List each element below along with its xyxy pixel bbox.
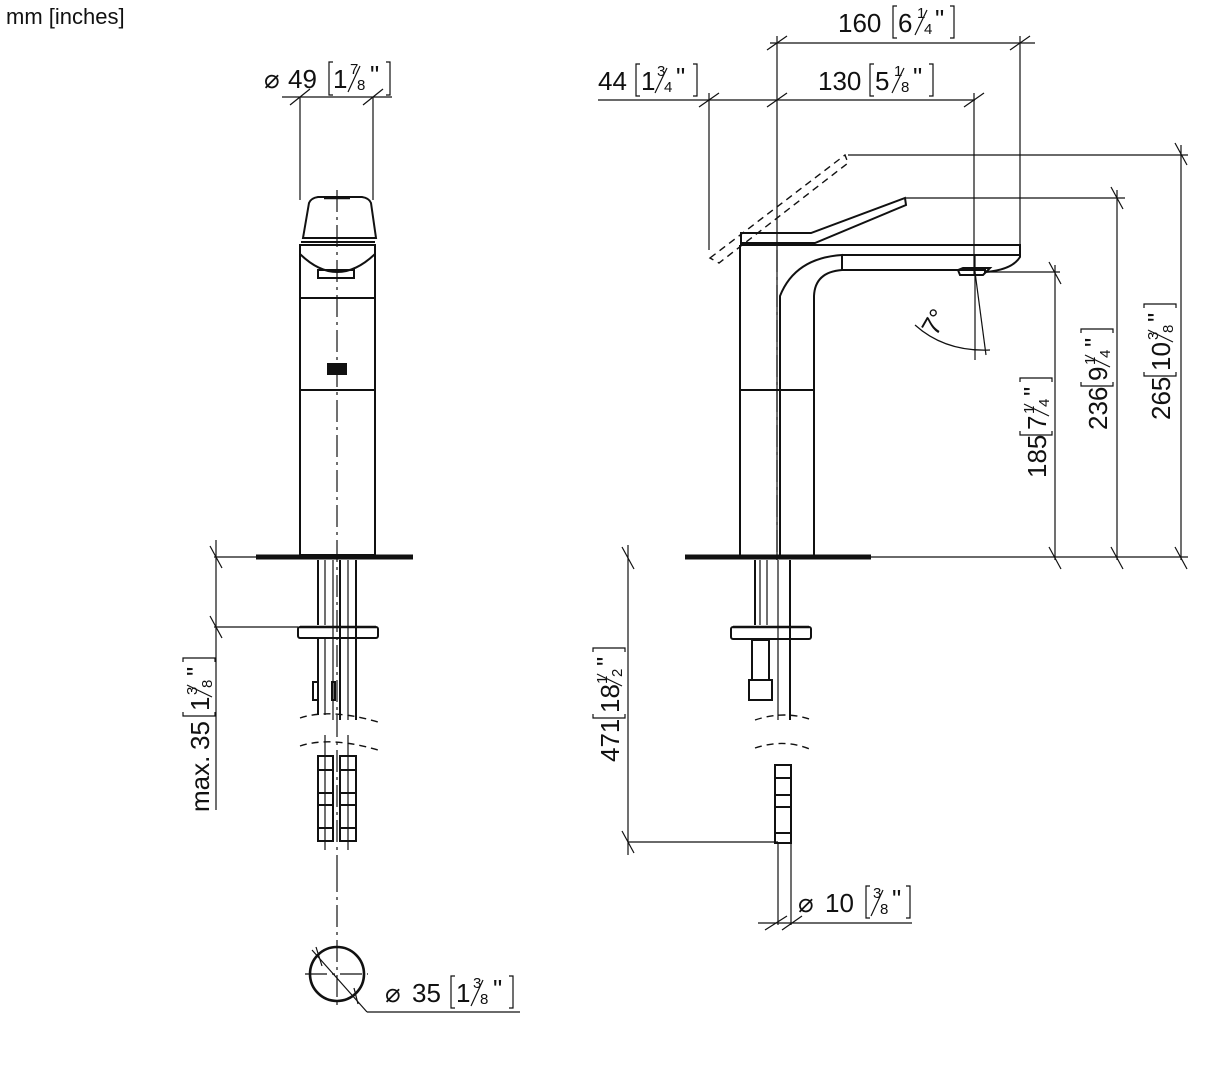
svg-text:3: 3 [1145, 332, 1162, 340]
svg-text:10: 10 [825, 888, 854, 918]
svg-text:3: 3 [873, 885, 881, 902]
svg-text:1: 1 [641, 66, 655, 96]
svg-text:": " [913, 62, 922, 92]
svg-text:9: 9 [1083, 367, 1113, 381]
svg-text:265: 265 [1146, 377, 1176, 420]
svg-text:3: 3 [473, 975, 481, 992]
svg-text:": " [591, 657, 621, 666]
svg-text:1: 1 [185, 697, 215, 711]
svg-text:4: 4 [664, 79, 672, 96]
dimension-hose-diameter: ⌀ 10 3 8 " [758, 884, 912, 931]
sensor-window [327, 363, 347, 375]
svg-text:471: 471 [595, 719, 625, 762]
svg-text:5: 5 [875, 66, 889, 96]
side-view: 160 6 1 4 " 44 1 3 4 " 130 [591, 4, 1188, 931]
svg-text:160: 160 [838, 8, 881, 38]
dimension-overall-projection: 160 6 1 4 " [766, 4, 1035, 560]
svg-text:4: 4 [1036, 399, 1053, 407]
svg-text:236: 236 [1083, 387, 1113, 430]
svg-text:35: 35 [412, 978, 441, 1008]
svg-text:8: 8 [357, 77, 365, 94]
svg-text:44: 44 [598, 66, 627, 96]
svg-text:18: 18 [595, 684, 625, 713]
svg-text:8: 8 [880, 901, 888, 918]
svg-text:8: 8 [1160, 325, 1177, 333]
svg-text:1: 1 [1082, 357, 1099, 365]
svg-text:130: 130 [818, 66, 861, 96]
svg-text:8: 8 [199, 680, 216, 688]
dimension-lever-height: 236 9 1 4 " [1079, 186, 1124, 570]
svg-text:8: 8 [480, 991, 488, 1008]
svg-text:185: 185 [1022, 435, 1052, 478]
dimension-spout-height: 185 7 1 4 " [1018, 261, 1062, 570]
svg-text:6: 6 [898, 8, 912, 38]
diameter-symbol: ⌀ [264, 64, 280, 94]
svg-text:": " [935, 4, 944, 34]
svg-text:": " [892, 884, 901, 914]
svg-text:": " [370, 60, 379, 90]
dimension-lever-back: 44 1 3 4 " [598, 62, 975, 250]
dimension-hole-diameter: ⌀ 35 1 3 8 " [305, 870, 520, 1013]
svg-text:": " [1018, 387, 1048, 396]
svg-text:49: 49 [288, 64, 317, 94]
svg-text:1: 1 [333, 64, 347, 94]
svg-text:4: 4 [924, 21, 932, 38]
svg-text:": " [1142, 313, 1172, 322]
dimension-lever-open-height: 265 10 3 8 " [1142, 142, 1188, 570]
svg-text:⌀: ⌀ [798, 888, 814, 918]
dimension-top-width: ⌀ 49 1 7 8 " [264, 60, 392, 200]
svg-text:": " [676, 62, 685, 92]
svg-text:35: 35 [185, 721, 215, 750]
svg-text:⌀: ⌀ [385, 978, 401, 1008]
svg-text:7°: 7° [915, 304, 953, 341]
svg-text:10: 10 [1146, 342, 1176, 371]
svg-text:1: 1 [894, 63, 902, 80]
svg-text:": " [181, 667, 211, 676]
svg-text:1: 1 [456, 978, 470, 1008]
front-view: ⌀ 49 1 7 8 " [181, 60, 520, 1013]
svg-text:max.: max. [185, 756, 215, 812]
dimension-hose-length: 471 18 1 2 " [591, 545, 778, 855]
svg-text:3: 3 [184, 687, 201, 695]
svg-text:7: 7 [350, 61, 358, 78]
svg-text:1: 1 [917, 5, 925, 22]
svg-text:1: 1 [594, 676, 611, 684]
svg-text:": " [493, 974, 502, 1004]
svg-text:7: 7 [1022, 416, 1052, 430]
svg-text:2: 2 [609, 669, 626, 677]
svg-text:3: 3 [657, 63, 665, 80]
dimension-spout-reach: 130 5 1 8 " [818, 62, 985, 275]
dimension-deck-thickness: max. 35 1 3 8 " [181, 540, 298, 812]
units-label: mm [inches] [6, 4, 125, 29]
svg-text:8: 8 [901, 79, 909, 96]
svg-text:": " [1079, 338, 1109, 347]
svg-text:1: 1 [1021, 406, 1038, 414]
svg-text:4: 4 [1097, 350, 1114, 358]
